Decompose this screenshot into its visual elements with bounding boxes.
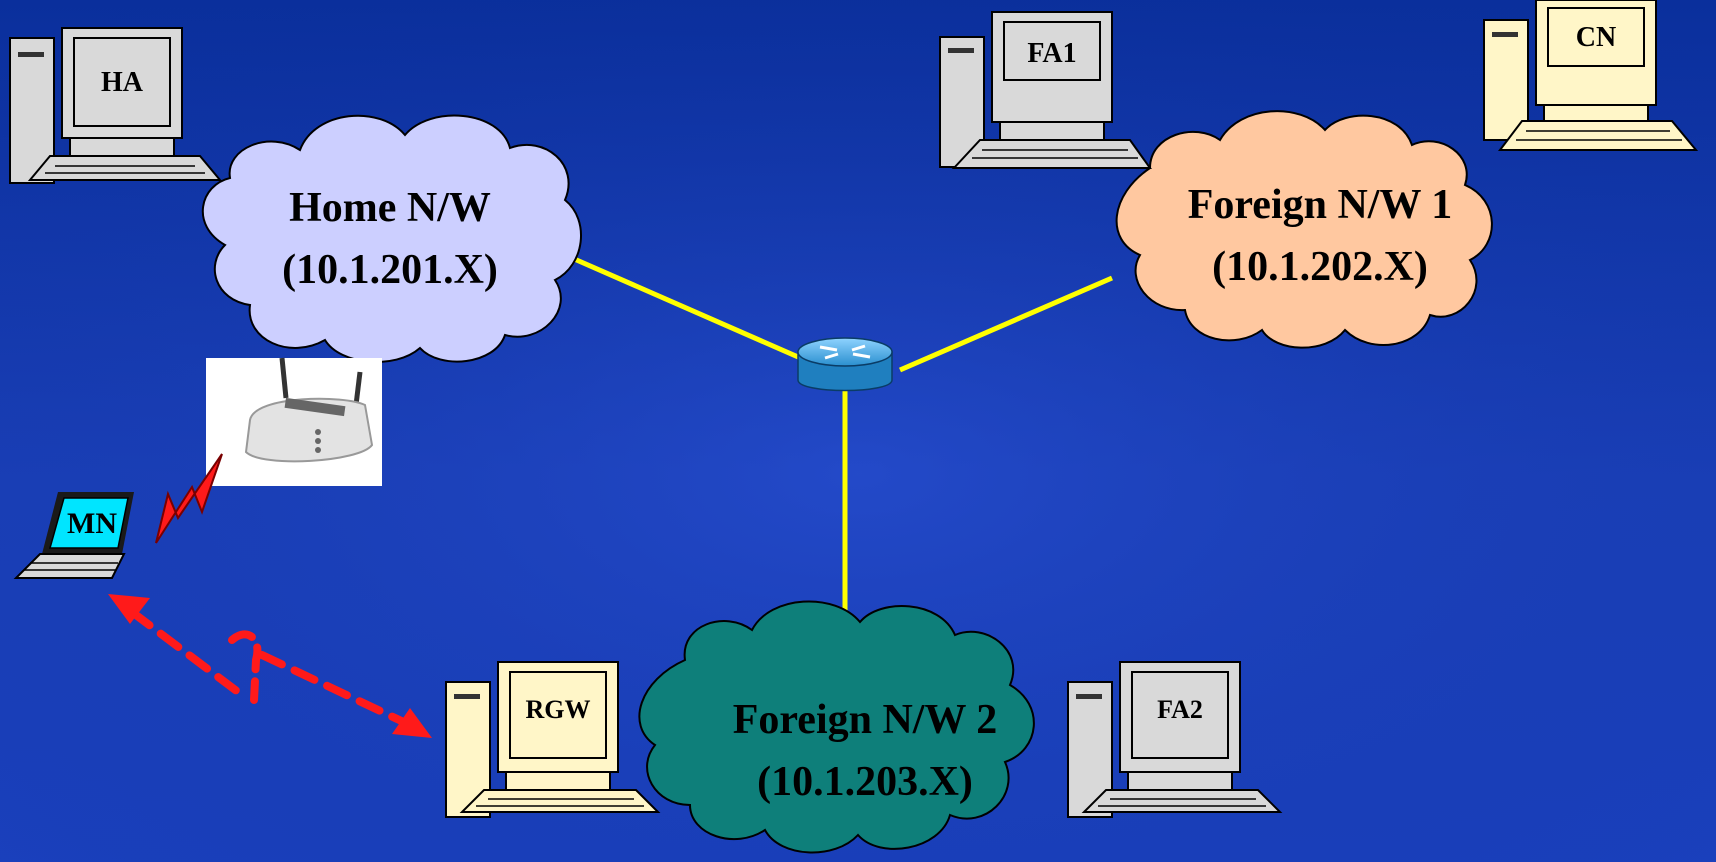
network-links [570,255,1113,648]
tunnel-arrow [108,594,432,738]
laptop-mn: MN [13,492,134,579]
access-point-image [206,357,382,486]
host-fa1-label: FA1 [1027,38,1076,69]
cloud-home: Home N/W (10.1.201.X) [201,114,582,363]
host-mn-label: MN [67,507,117,540]
host-cn-label: CN [1576,22,1616,53]
foreign1-network-subnet: (10.1.202.X) [1212,244,1428,290]
foreign1-network-name: Foreign N/W 1 [1188,182,1452,228]
host-cn: CN [1483,0,1699,151]
cloud-foreign1: Foreign N/W 1 (10.1.202.X) [1115,110,1493,349]
link-foreign1-router [899,275,1113,373]
arrowhead-mn [108,594,150,624]
host-rgw-label: RGW [526,695,591,724]
foreign2-network-subnet: (10.1.203.X) [757,759,973,805]
link-home-router [570,255,807,363]
home-network-subnet: (10.1.201.X) [282,247,498,293]
host-ha: HA [9,27,223,184]
cloud-foreign2: Foreign N/W 2 (10.1.203.X) [638,600,1035,854]
host-fa2: FA2 [1067,661,1283,818]
cloud-foreign2-shape [638,600,1035,854]
router-icon [797,337,893,392]
host-ha-label: HA [101,67,144,98]
host-fa2-label: FA2 [1157,695,1203,724]
home-network-name: Home N/W [289,185,491,231]
cloud-home-shape [201,114,582,363]
host-fa1: FA1 [939,11,1152,169]
host-rgw: RGW [445,661,661,818]
arrowhead-rgw [392,708,432,738]
cloud-foreign1-shape [1115,110,1493,349]
foreign2-network-name: Foreign N/W 2 [733,697,997,743]
wireless-signal-icon [155,453,223,544]
